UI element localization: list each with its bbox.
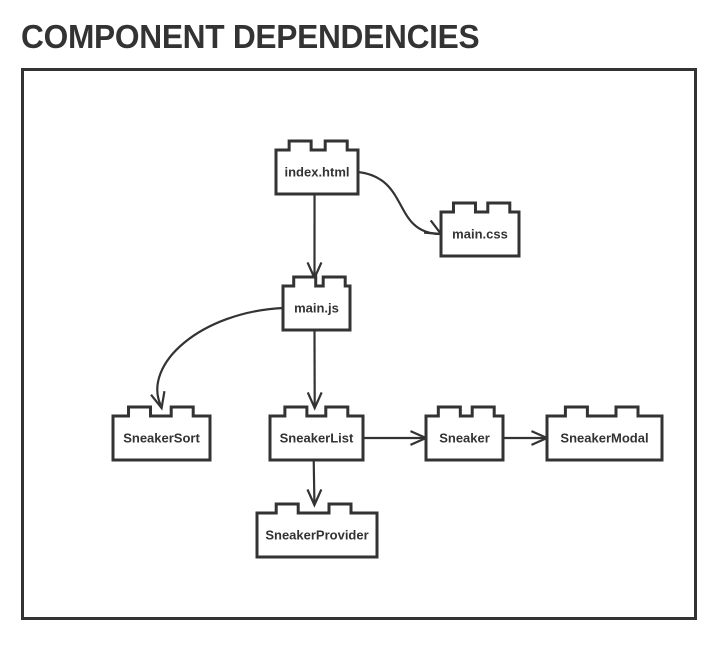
component-node-label: Sneaker (439, 430, 490, 445)
component-node-sneaker-provider[interactable]: SneakerProvider (255, 502, 379, 559)
component-node-label: index.html (284, 164, 349, 179)
component-node-shape (545, 405, 664, 462)
edge-line (156, 306, 284, 406)
component-node-shape (111, 405, 212, 462)
edge-line (357, 170, 440, 236)
component-node-shape (439, 201, 521, 258)
component-node-sneaker-list[interactable]: SneakerList (268, 405, 365, 462)
component-node-shape (281, 275, 352, 332)
component-node-sneaker[interactable]: Sneaker (424, 405, 505, 462)
component-node-label: SneakerModal (560, 430, 648, 445)
component-node-shape (274, 139, 360, 196)
component-node-main-css[interactable]: main.css (439, 201, 521, 258)
component-node-label: SneakerSort (123, 430, 200, 445)
arrowhead-icon (306, 489, 323, 508)
edge-mainjs-sort (150, 306, 284, 411)
edge-list-provider (306, 459, 323, 508)
page-title: COMPONENT DEPENDENCIES (21, 18, 480, 55)
component-node-label: main.js (294, 300, 339, 315)
arrowhead-icon (150, 391, 166, 411)
component-node-index-html[interactable]: index.html (274, 139, 360, 196)
component-node-shape (268, 405, 365, 462)
edge-mainjs-list (306, 329, 323, 411)
edge-line (312, 459, 316, 504)
component-node-main-js[interactable]: main.js (281, 275, 352, 332)
component-node-shape (424, 405, 505, 462)
component-node-sneaker-modal[interactable]: SneakerModal (545, 405, 664, 462)
component-node-label: SneakerList (280, 430, 354, 445)
component-node-shape (255, 502, 379, 559)
component-node-sneaker-sort[interactable]: SneakerSort (111, 405, 212, 462)
component-node-label: SneakerProvider (265, 527, 368, 542)
arrowhead-icon (306, 392, 323, 411)
component-node-label: main.css (452, 226, 508, 241)
